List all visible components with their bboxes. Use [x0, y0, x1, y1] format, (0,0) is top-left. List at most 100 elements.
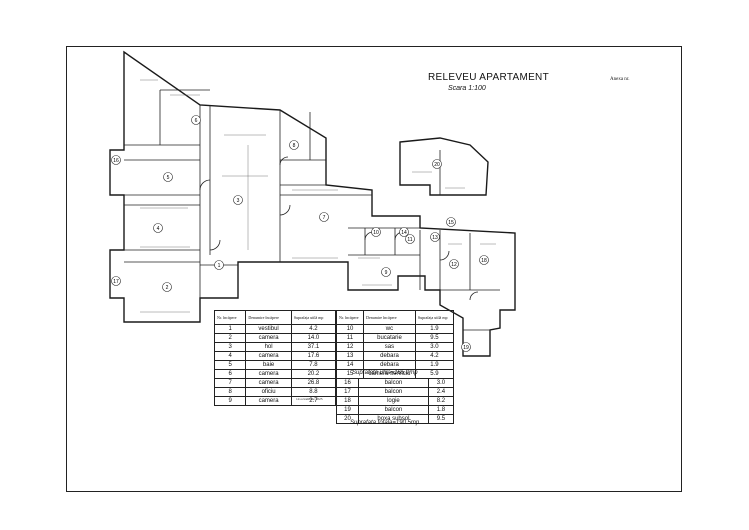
room-number: 4 [213, 351, 247, 361]
room-marker-label: 3 [237, 198, 240, 204]
room-marker-label: 1 [218, 263, 221, 269]
col-header-nr: Nr. încăpere [213, 310, 247, 325]
room-marker-circle [319, 212, 329, 222]
room-number: 6 [213, 369, 247, 379]
room-marker-label: 7 [323, 215, 326, 221]
page-title: RELEVEU APARTAMENT [428, 72, 549, 83]
annex-label: Anexa nr. [610, 77, 630, 82]
room-area: 26.8 [290, 378, 337, 388]
room-number: 1 [213, 324, 247, 334]
room-marker-label: 18 [481, 258, 487, 264]
room-area: 1.9 [414, 324, 455, 334]
room-name: camera [245, 333, 292, 343]
room-area: 2.4 [427, 387, 455, 397]
room-marker-label: 6 [195, 118, 198, 124]
date-note: 14 octombrie 2025 [296, 397, 323, 401]
room-name: vestibul [245, 324, 292, 334]
room-area: 17.6 [290, 351, 337, 361]
room-marker-circle [191, 115, 201, 125]
room-marker-label: 15 [448, 220, 454, 226]
room-marker-circle [446, 217, 456, 227]
col-header-area: Suprafața utilă mp [290, 310, 337, 325]
room-marker-circle [432, 159, 442, 169]
room-area: 3.0 [414, 342, 455, 352]
room-area: 1.9 [414, 360, 455, 370]
room-marker-label: 19 [463, 345, 469, 351]
room-marker-label: 20 [434, 162, 440, 168]
room-marker-circle [111, 155, 121, 165]
room-marker-circle [461, 342, 471, 352]
room-marker-label: 12 [451, 262, 457, 268]
room-name: balcon [358, 387, 429, 397]
room-marker-label: 2 [166, 285, 169, 291]
rooms-table-right: Nr. încăpere Denumire încăpere Suprafața… [335, 310, 455, 379]
room-name: sas [363, 342, 416, 352]
room-marker-label: 13 [432, 235, 438, 241]
room-area: 37.1 [290, 342, 337, 352]
col-header-nr-2: Nr. încăpere [335, 310, 365, 325]
room-number: 18 [335, 396, 360, 406]
room-number: 14 [335, 360, 365, 370]
room-name: baie [245, 360, 292, 370]
room-area: 1.8 [427, 405, 455, 415]
room-name: balcon [358, 405, 429, 415]
room-marker-circle [214, 260, 224, 270]
useful-area-label: Suprafata utila=165.0mp [352, 370, 418, 376]
room-number: 19 [335, 405, 360, 415]
room-marker-circle [381, 267, 391, 277]
room-name: wc [363, 324, 416, 334]
room-marker-circle [153, 223, 163, 233]
apartment-outline [109, 50, 516, 357]
room-number: 12 [335, 342, 365, 352]
room-marker-label: 4 [157, 226, 160, 232]
room-area: 4.2 [290, 324, 337, 334]
room-number: 5 [213, 360, 247, 370]
room-area: 3.0 [427, 378, 455, 388]
room-area: 20.2 [290, 369, 337, 379]
room-marker-circle [233, 195, 243, 205]
room-name: logie [358, 396, 429, 406]
room-area: 14.0 [290, 333, 337, 343]
room-marker-label: 11 [407, 237, 412, 243]
room-name: camera [245, 378, 292, 388]
room-marker-circle [163, 172, 173, 182]
room-name: oficiu [245, 387, 292, 397]
col-header-name: Denumire încăpere [245, 310, 292, 325]
room-name: debara [363, 360, 416, 370]
room-name: camera [245, 396, 292, 406]
room-area: 9.5 [427, 414, 455, 424]
room-number: 11 [335, 333, 365, 343]
room-number: 13 [335, 351, 365, 361]
room-number: 7 [213, 378, 247, 388]
room-number: 20 [335, 414, 360, 424]
room-marker-circle [479, 255, 489, 265]
col-header-name-2: Denumire încăpere [363, 310, 416, 325]
room-name: balcon [358, 378, 429, 388]
room-marker-circle [289, 140, 299, 150]
rooms-table-left: Nr. încăpere Denumire încăpere Suprafața… [213, 310, 337, 406]
scale-label: Scara 1:100 [448, 85, 486, 92]
room-marker-label: 16 [113, 158, 119, 164]
drawing-frame [66, 46, 682, 492]
room-number: 3 [213, 342, 247, 352]
room-name: camera [245, 369, 292, 379]
room-marker-circle [162, 282, 172, 292]
room-marker-circle [371, 227, 381, 237]
room-marker-label: 9 [385, 270, 388, 276]
